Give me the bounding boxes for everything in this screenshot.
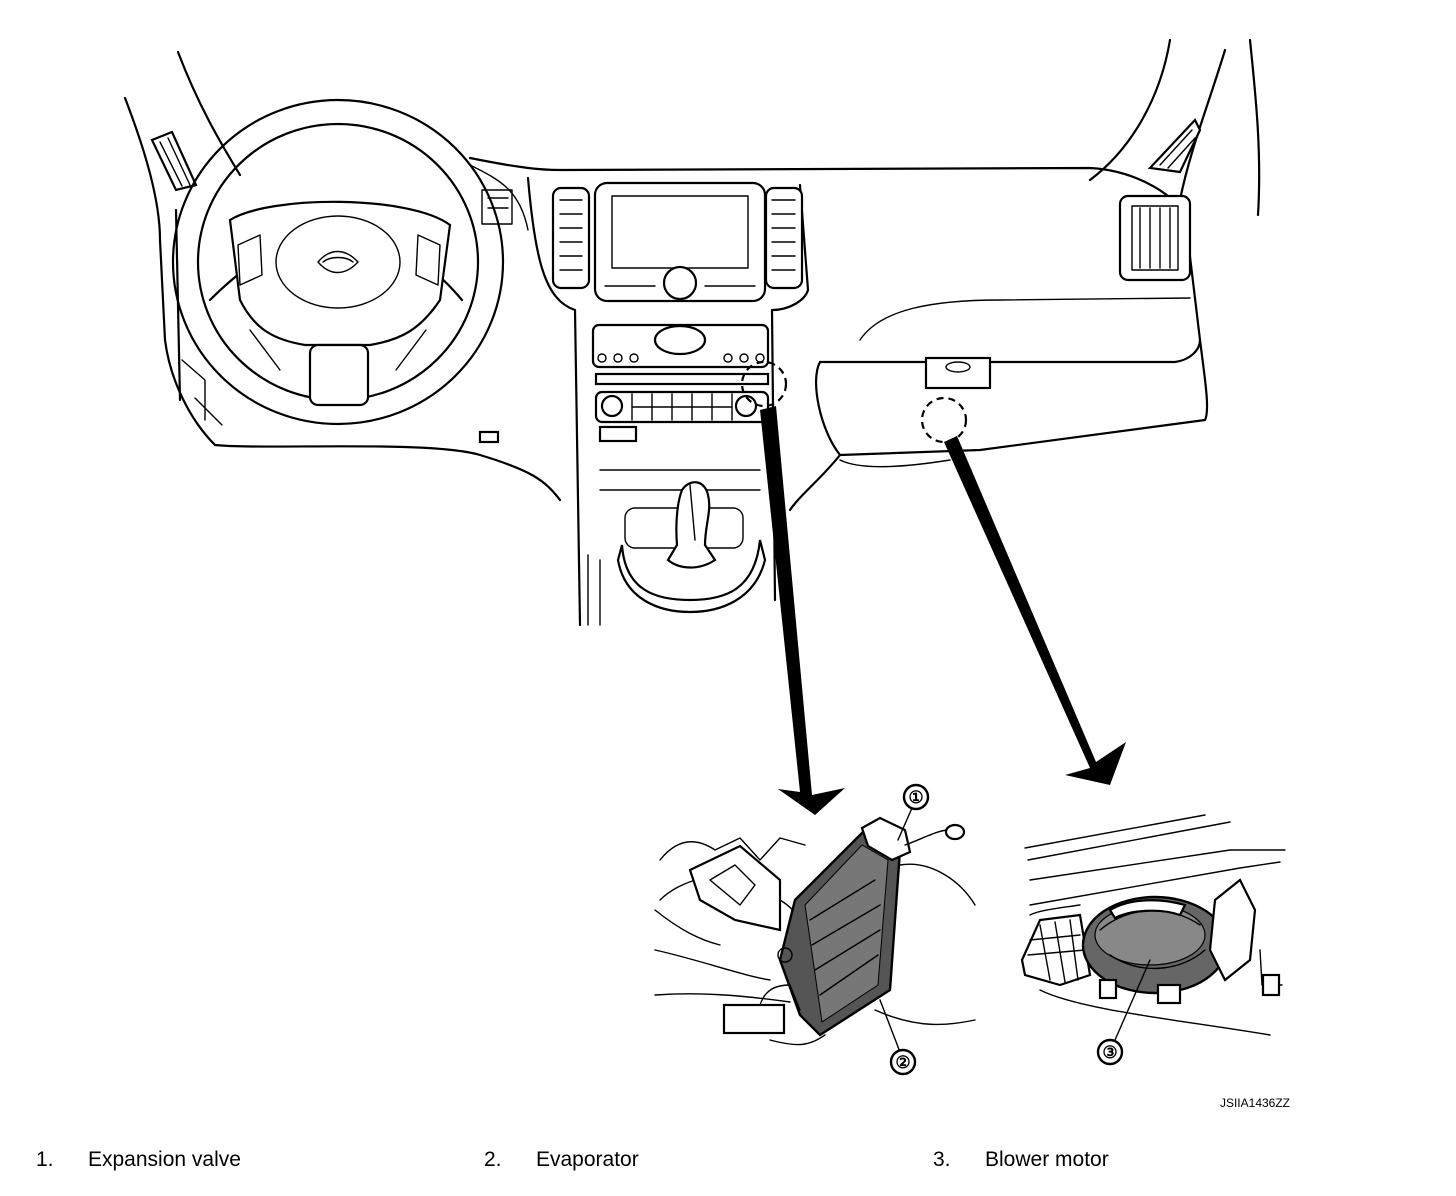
legend-number: 1. bbox=[36, 1148, 54, 1171]
arrow-to-blower bbox=[944, 436, 1126, 785]
legend-number: 2. bbox=[484, 1148, 502, 1171]
legend-text: Blower motor bbox=[985, 1148, 1109, 1171]
callout-3: ③ bbox=[1102, 1043, 1117, 1062]
figure-code: JSIIA1436ZZ bbox=[1220, 1096, 1290, 1110]
callout-1: ① bbox=[908, 788, 923, 807]
evaporator-detail: ① ② bbox=[654, 783, 976, 1076]
legend-text: Evaporator bbox=[536, 1148, 639, 1171]
legend-number: 3. bbox=[933, 1148, 951, 1171]
dashboard-overview bbox=[123, 38, 1261, 627]
callout-2: ② bbox=[895, 1053, 910, 1072]
parts-legend: 1. Expansion valve 2. Evaporator 3. Blow… bbox=[0, 1140, 1456, 1180]
arrow-to-evaporator bbox=[760, 406, 845, 815]
legend-text: Expansion valve bbox=[88, 1148, 241, 1171]
blower-motor-detail: ③ bbox=[1020, 814, 1286, 1066]
pointer-arrows bbox=[760, 406, 1126, 815]
